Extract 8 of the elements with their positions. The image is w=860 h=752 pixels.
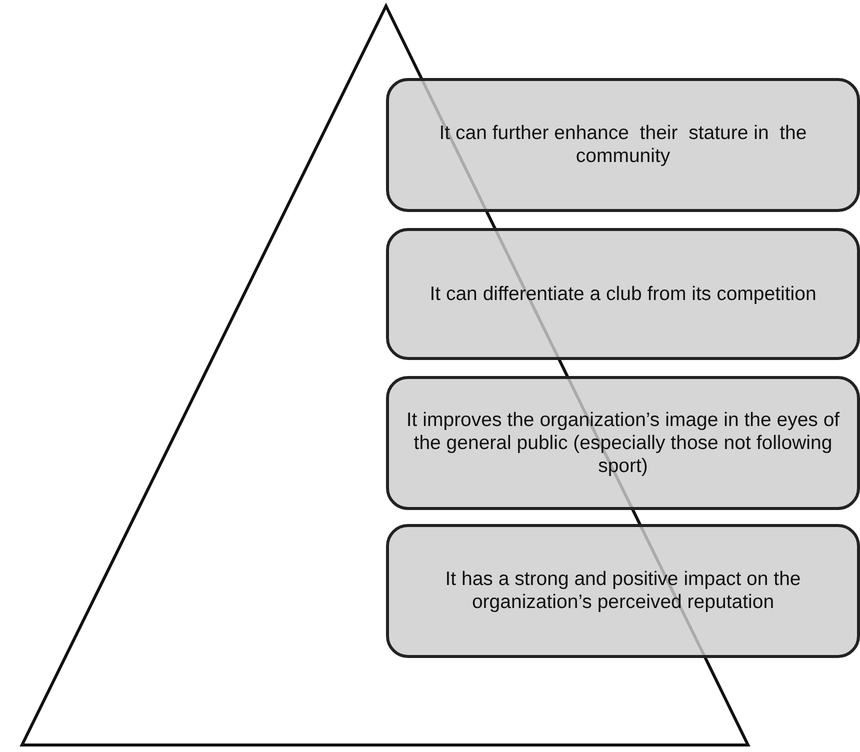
rounded-box [386,524,860,658]
box-text: It has a strong and positive impact on the organization’s perceived reputation [444,568,802,614]
box-text: It improves the organization’s image in the eyes of the general public (especially those not following sport) [405,408,841,478]
box-text: It can further enhance their stature in the community [438,122,808,168]
rounded-box [386,78,860,212]
rounded-box [386,228,860,360]
box-text: It can differentiate a club from its competition [430,282,816,306]
rounded-box [386,376,860,510]
